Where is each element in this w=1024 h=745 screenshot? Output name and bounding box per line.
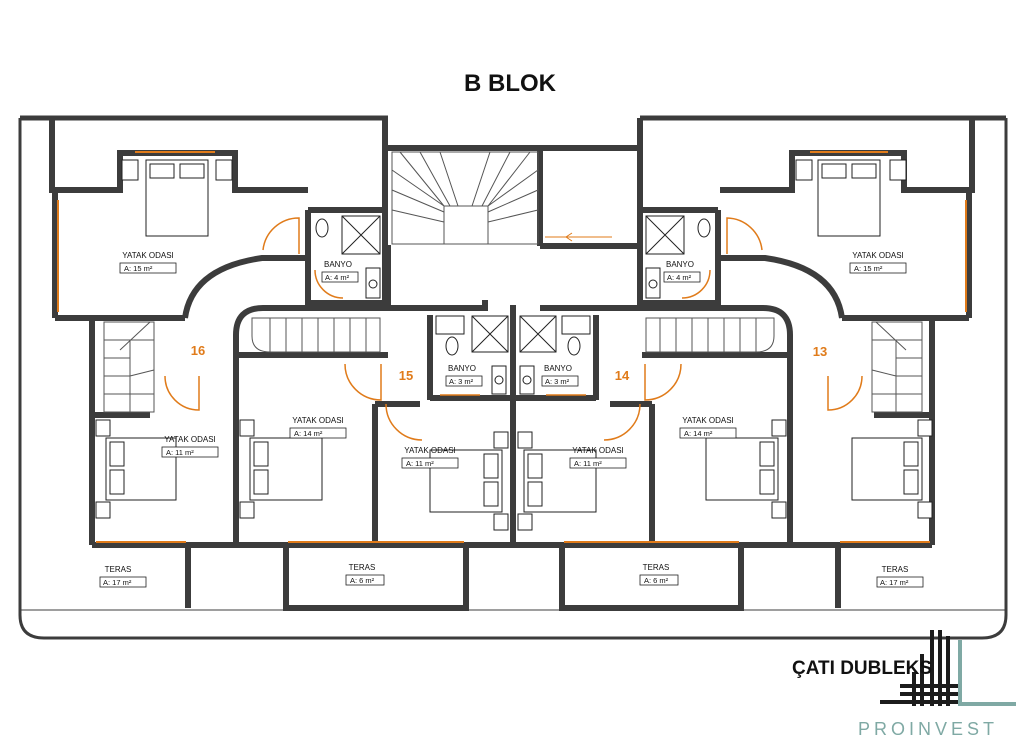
room-bath-14-name: BANYO xyxy=(544,364,572,373)
room-bath-tr-name: BANYO xyxy=(666,260,694,269)
room-ter-ml-name: TERAS xyxy=(349,563,376,572)
windows xyxy=(57,151,967,543)
stairs xyxy=(103,151,923,413)
room-bath-tr-area: A: 4 m² xyxy=(667,273,692,282)
room-bed-tr-name: YATAK ODASI xyxy=(852,251,904,260)
room-bed-s15-name: YATAK ODASI xyxy=(404,446,456,455)
room-bed-l16-name: YATAK ODASI xyxy=(164,435,216,444)
room-labels: YATAK ODASI A: 15 m² BANYO A: 4 m² BANYO… xyxy=(99,251,924,588)
room-bed-tr-area: A: 15 m² xyxy=(854,264,883,273)
room-bath-tl-area: A: 4 m² xyxy=(325,273,350,282)
room-ter-l-name: TERAS xyxy=(105,565,132,574)
room-ter-ml-area: A: 6 m² xyxy=(350,576,375,585)
unit-13-label: 13 xyxy=(813,344,827,359)
room-bed-tl-name: YATAK ODASI xyxy=(122,251,174,260)
room-bath-14-area: A: 3 m² xyxy=(545,377,570,386)
room-bed-s14-area: A: 11 m² xyxy=(574,459,602,468)
furniture-beds xyxy=(95,159,933,531)
room-bed-m14-area: A: 14 m² xyxy=(684,429,713,438)
room-ter-r-area: A: 17 m² xyxy=(880,578,909,587)
room-bed-l16-area: A: 11 m² xyxy=(166,448,194,457)
unit-16-label: 16 xyxy=(191,343,205,358)
walls xyxy=(49,118,975,611)
room-bed-s15-area: A: 11 m² xyxy=(406,459,434,468)
bathroom-fixtures xyxy=(315,215,711,395)
plan-subtitle: ÇATI DUBLEKS xyxy=(792,658,932,679)
room-ter-l-area: A: 17 m² xyxy=(103,578,132,587)
proinvest-logo: PROINVEST xyxy=(858,630,1016,739)
logo-mark-bars xyxy=(880,630,960,706)
room-bath-tl-name: BANYO xyxy=(324,260,352,269)
room-bath-15-area: A: 3 m² xyxy=(449,377,474,386)
room-bed-m14-name: YATAK ODASI xyxy=(682,416,734,425)
unit-15-label: 15 xyxy=(399,368,413,383)
room-bath-15-name: BANYO xyxy=(448,364,476,373)
logo-mark-accent xyxy=(958,640,1016,706)
plan-title: B BLOK xyxy=(464,70,557,97)
brand-name: PROINVEST xyxy=(858,719,998,739)
unit-14-label: 14 xyxy=(615,368,630,383)
room-bed-s14-name: YATAK ODASI xyxy=(572,446,624,455)
curved-walls xyxy=(182,255,845,319)
room-ter-mr-name: TERAS xyxy=(643,563,670,572)
unit-numbers: 16 15 14 13 xyxy=(191,343,827,383)
room-bed-m15-name: YATAK ODASI xyxy=(292,416,344,425)
room-bed-m15-area: A: 14 m² xyxy=(294,429,323,438)
room-bed-tl-area: A: 15 m² xyxy=(124,264,153,273)
doors xyxy=(164,217,863,441)
building-outline xyxy=(18,115,1008,640)
room-ter-mr-area: A: 6 m² xyxy=(644,576,669,585)
room-ter-r-name: TERAS xyxy=(882,565,909,574)
